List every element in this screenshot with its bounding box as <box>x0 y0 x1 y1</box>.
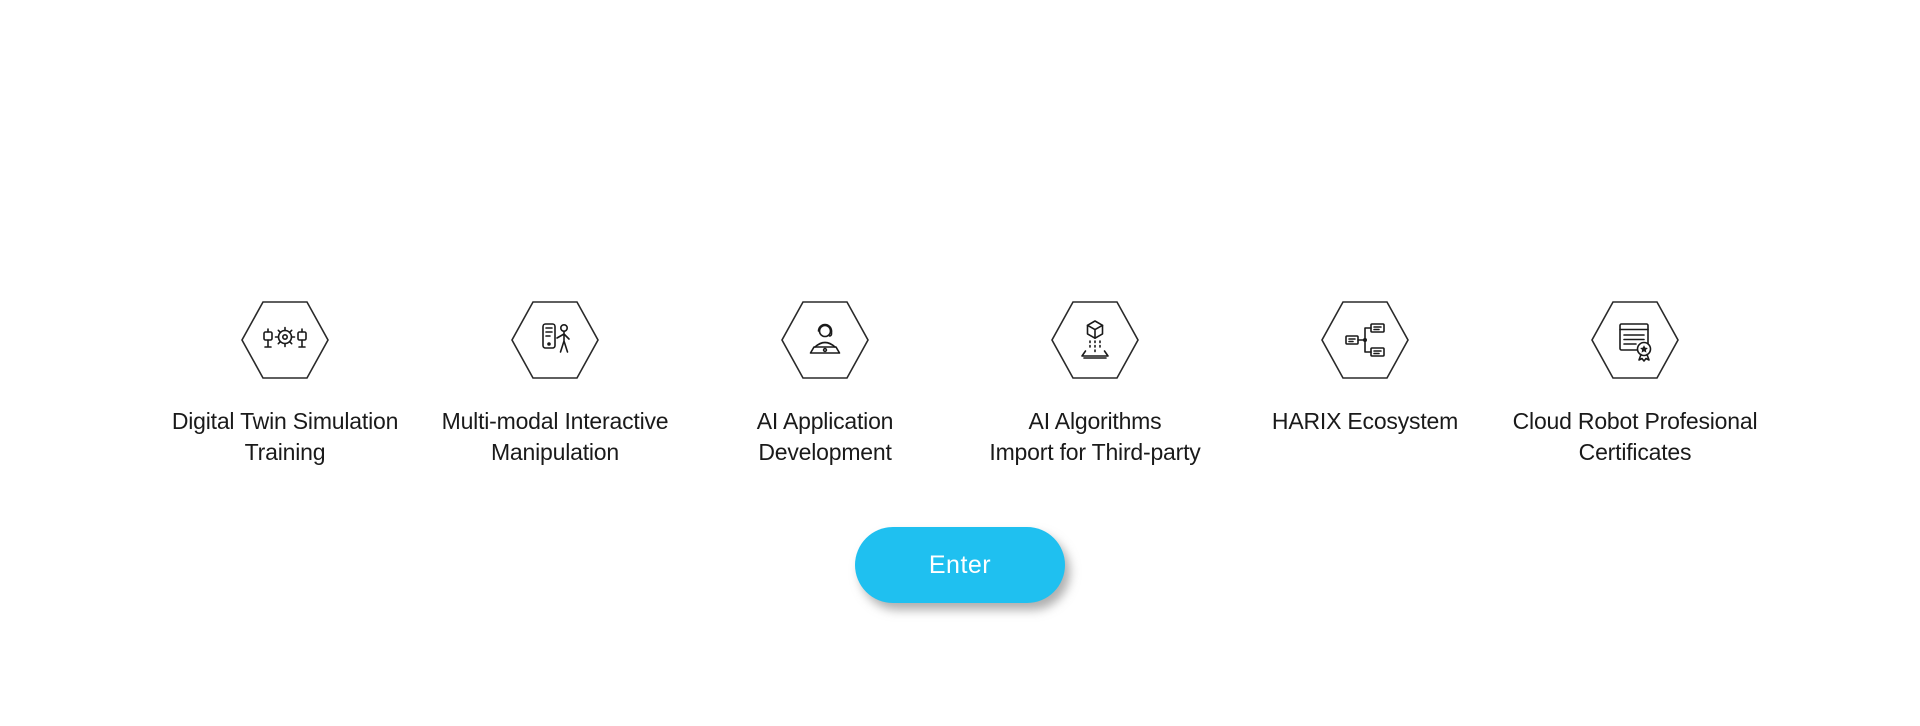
feature-harix-ecosystem: HARIX Ecosystem <box>1234 300 1496 437</box>
feature-label: Multi-modal Interactive Manipulation <box>441 408 669 466</box>
hexagon-frame <box>510 300 600 380</box>
features-row: Digital Twin Simulation Training Multi-m… <box>0 300 1920 468</box>
feature-cloud-robot-certificates: Cloud Robot Profesional Certificates <box>1504 300 1766 468</box>
feature-label: AI Application Development <box>756 408 894 466</box>
feature-label: AI Algorithms Import for Third-party <box>989 408 1201 466</box>
feature-ai-application-development: AI Application Development <box>694 300 956 468</box>
ai-algorithms-import-icon <box>1081 320 1109 359</box>
hexagon-outline <box>1051 301 1139 379</box>
hexagon-frame <box>1050 300 1140 380</box>
feature-digital-twin-simulation-training: Digital Twin Simulation Training <box>154 300 416 468</box>
hexagon-frame <box>240 300 330 380</box>
feature-label: Digital Twin Simulation Training <box>171 408 399 466</box>
feature-multimodal-interactive-manipulation: Multi-modal Interactive Manipulation <box>424 300 686 468</box>
hexagon-outline <box>781 301 869 379</box>
digital-twin-simulation-icon <box>263 326 307 348</box>
feature-label: HARIX Ecosystem <box>1271 408 1459 434</box>
ai-application-development-icon <box>809 323 841 354</box>
multimodal-manipulation-icon <box>542 323 570 353</box>
hexagon-frame <box>1590 300 1680 380</box>
hexagon-frame <box>1320 300 1410 380</box>
harix-ecosystem-icon <box>1345 323 1385 357</box>
feature-ai-algorithms-import: AI Algorithms Import for Third-party <box>964 300 1226 468</box>
enter-button[interactable]: Enter <box>855 527 1065 603</box>
cloud-robot-certificates-icon <box>1619 323 1652 362</box>
feature-label: Cloud Robot Profesional Certificates <box>1512 408 1758 466</box>
hexagon-frame <box>780 300 870 380</box>
enter-row: Enter <box>0 527 1920 603</box>
